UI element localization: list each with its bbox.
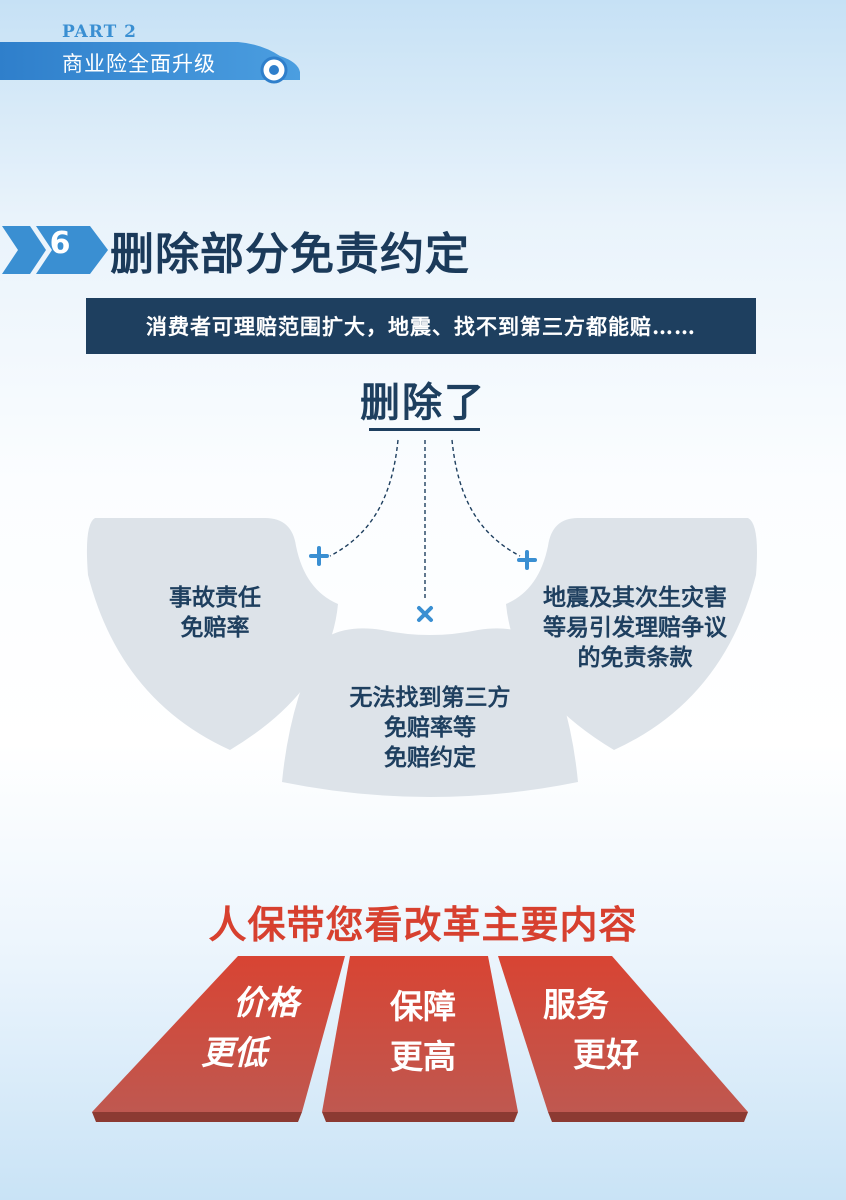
connector-left [329, 439, 399, 557]
card-left [86, 518, 338, 750]
removed-item-left: 事故责任 免赔率 [140, 583, 290, 643]
plus-icon [309, 546, 329, 566]
reform-heading: 人保带您看改革主要内容 [208, 902, 638, 947]
header-car-banner [0, 42, 300, 84]
cross-icon [417, 606, 433, 622]
removed-item-text: 无法找到第三方 免赔率等 免赔约定 [349, 684, 511, 771]
section-title: 删除部分免责约定 [110, 229, 470, 280]
removed-heading: 删除了 [360, 379, 486, 426]
reform-panels [92, 956, 748, 1122]
plus-icon [517, 550, 537, 570]
removed-items-diagram [86, 439, 757, 797]
section-number-arrow [2, 226, 108, 274]
reform-panel-1-line1: 价格 [233, 983, 299, 1022]
reform-panel-2 [322, 956, 518, 1122]
connector-right [451, 439, 521, 557]
reform-panel-2-line1: 保障 [390, 987, 456, 1026]
removed-item-center: 无法找到第三方 免赔率等 免赔约定 [330, 683, 530, 773]
reform-panel-3-line1: 服务 [543, 985, 609, 1024]
reform-panel-3-line2: 更好 [573, 1035, 639, 1074]
part-label: PART 2 [62, 22, 137, 42]
reform-panel-1 [92, 956, 345, 1122]
header-title: 商业险全面升级 [62, 52, 216, 76]
removed-item-text: 地震及其次生灾害 等易引发理赔争议 的免责条款 [543, 584, 727, 671]
subtitle-text: 消费者可理赔范围扩大，地震、找不到第三方都能赔…… [146, 314, 696, 339]
card-right [506, 518, 757, 750]
card-center [282, 628, 578, 797]
removed-item-text: 事故责任 免赔率 [169, 584, 261, 641]
removed-underline [369, 428, 480, 431]
subtitle-banner: 消费者可理赔范围扩大，地震、找不到第三方都能赔…… [86, 298, 756, 354]
reform-panel-2-line2: 更高 [390, 1037, 456, 1076]
removed-item-right: 地震及其次生灾害 等易引发理赔争议 的免责条款 [530, 583, 740, 673]
reform-panel-3 [498, 956, 748, 1122]
reform-panel-1-line2: 更低 [201, 1033, 267, 1072]
section-number: 6 [49, 226, 71, 261]
